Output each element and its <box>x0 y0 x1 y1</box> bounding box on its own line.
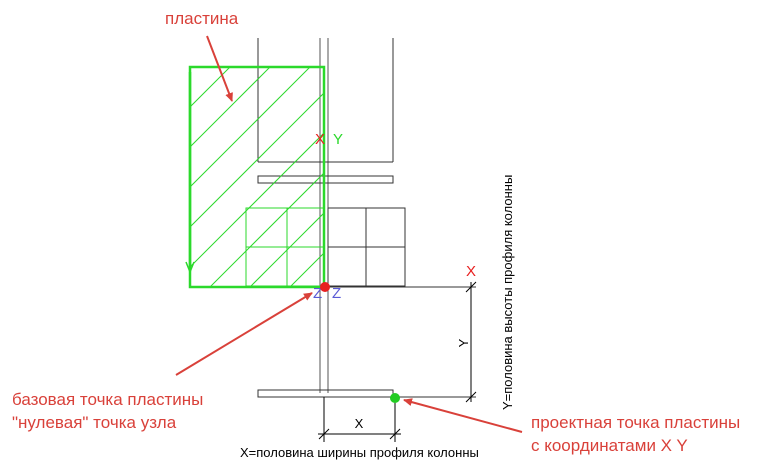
base-point-label-line1: базовая точка пластины <box>12 390 203 409</box>
column-flange-bottom <box>257 389 394 398</box>
y-dimension <box>465 281 477 403</box>
axis-z-label: Z <box>332 285 341 302</box>
y-dimension-caption: Y=половина высоты профиля колонны <box>500 175 515 410</box>
column-flange-top <box>257 175 394 184</box>
design-point-label-line2: с координатами X Y <box>531 436 688 455</box>
plate-outline <box>188 65 326 289</box>
bolt-grid-right <box>327 207 406 287</box>
upper-beam <box>257 38 394 163</box>
design-point-label-line1: проектная точка пластины <box>531 413 740 432</box>
axis-y-label-plate: Y <box>333 131 343 148</box>
base-point-label-line2: "нулевая" точка узла <box>12 413 177 432</box>
axis-z-label-small: Z <box>313 285 322 302</box>
base-point <box>320 282 330 292</box>
axis-x-label-base: X <box>466 263 476 280</box>
base-point-callout-arrow <box>175 292 313 376</box>
plate-hatch <box>190 67 324 287</box>
x-dimension <box>318 397 401 442</box>
design-point <box>390 393 400 403</box>
plate-label: пластина <box>165 9 239 28</box>
plate-direction-arrow <box>185 261 195 275</box>
x-dimension-label: X <box>355 416 364 431</box>
x-dimension-caption: X=половина ширины профиля колонны <box>240 445 479 460</box>
plate <box>185 65 326 289</box>
axis-x-label-plate: X <box>315 131 325 148</box>
plate-callout-arrow <box>206 35 233 102</box>
y-dimension-label: Y <box>456 338 471 347</box>
design-point-callout-arrow <box>403 398 523 433</box>
plate-axis-marker: X Y <box>315 131 343 148</box>
